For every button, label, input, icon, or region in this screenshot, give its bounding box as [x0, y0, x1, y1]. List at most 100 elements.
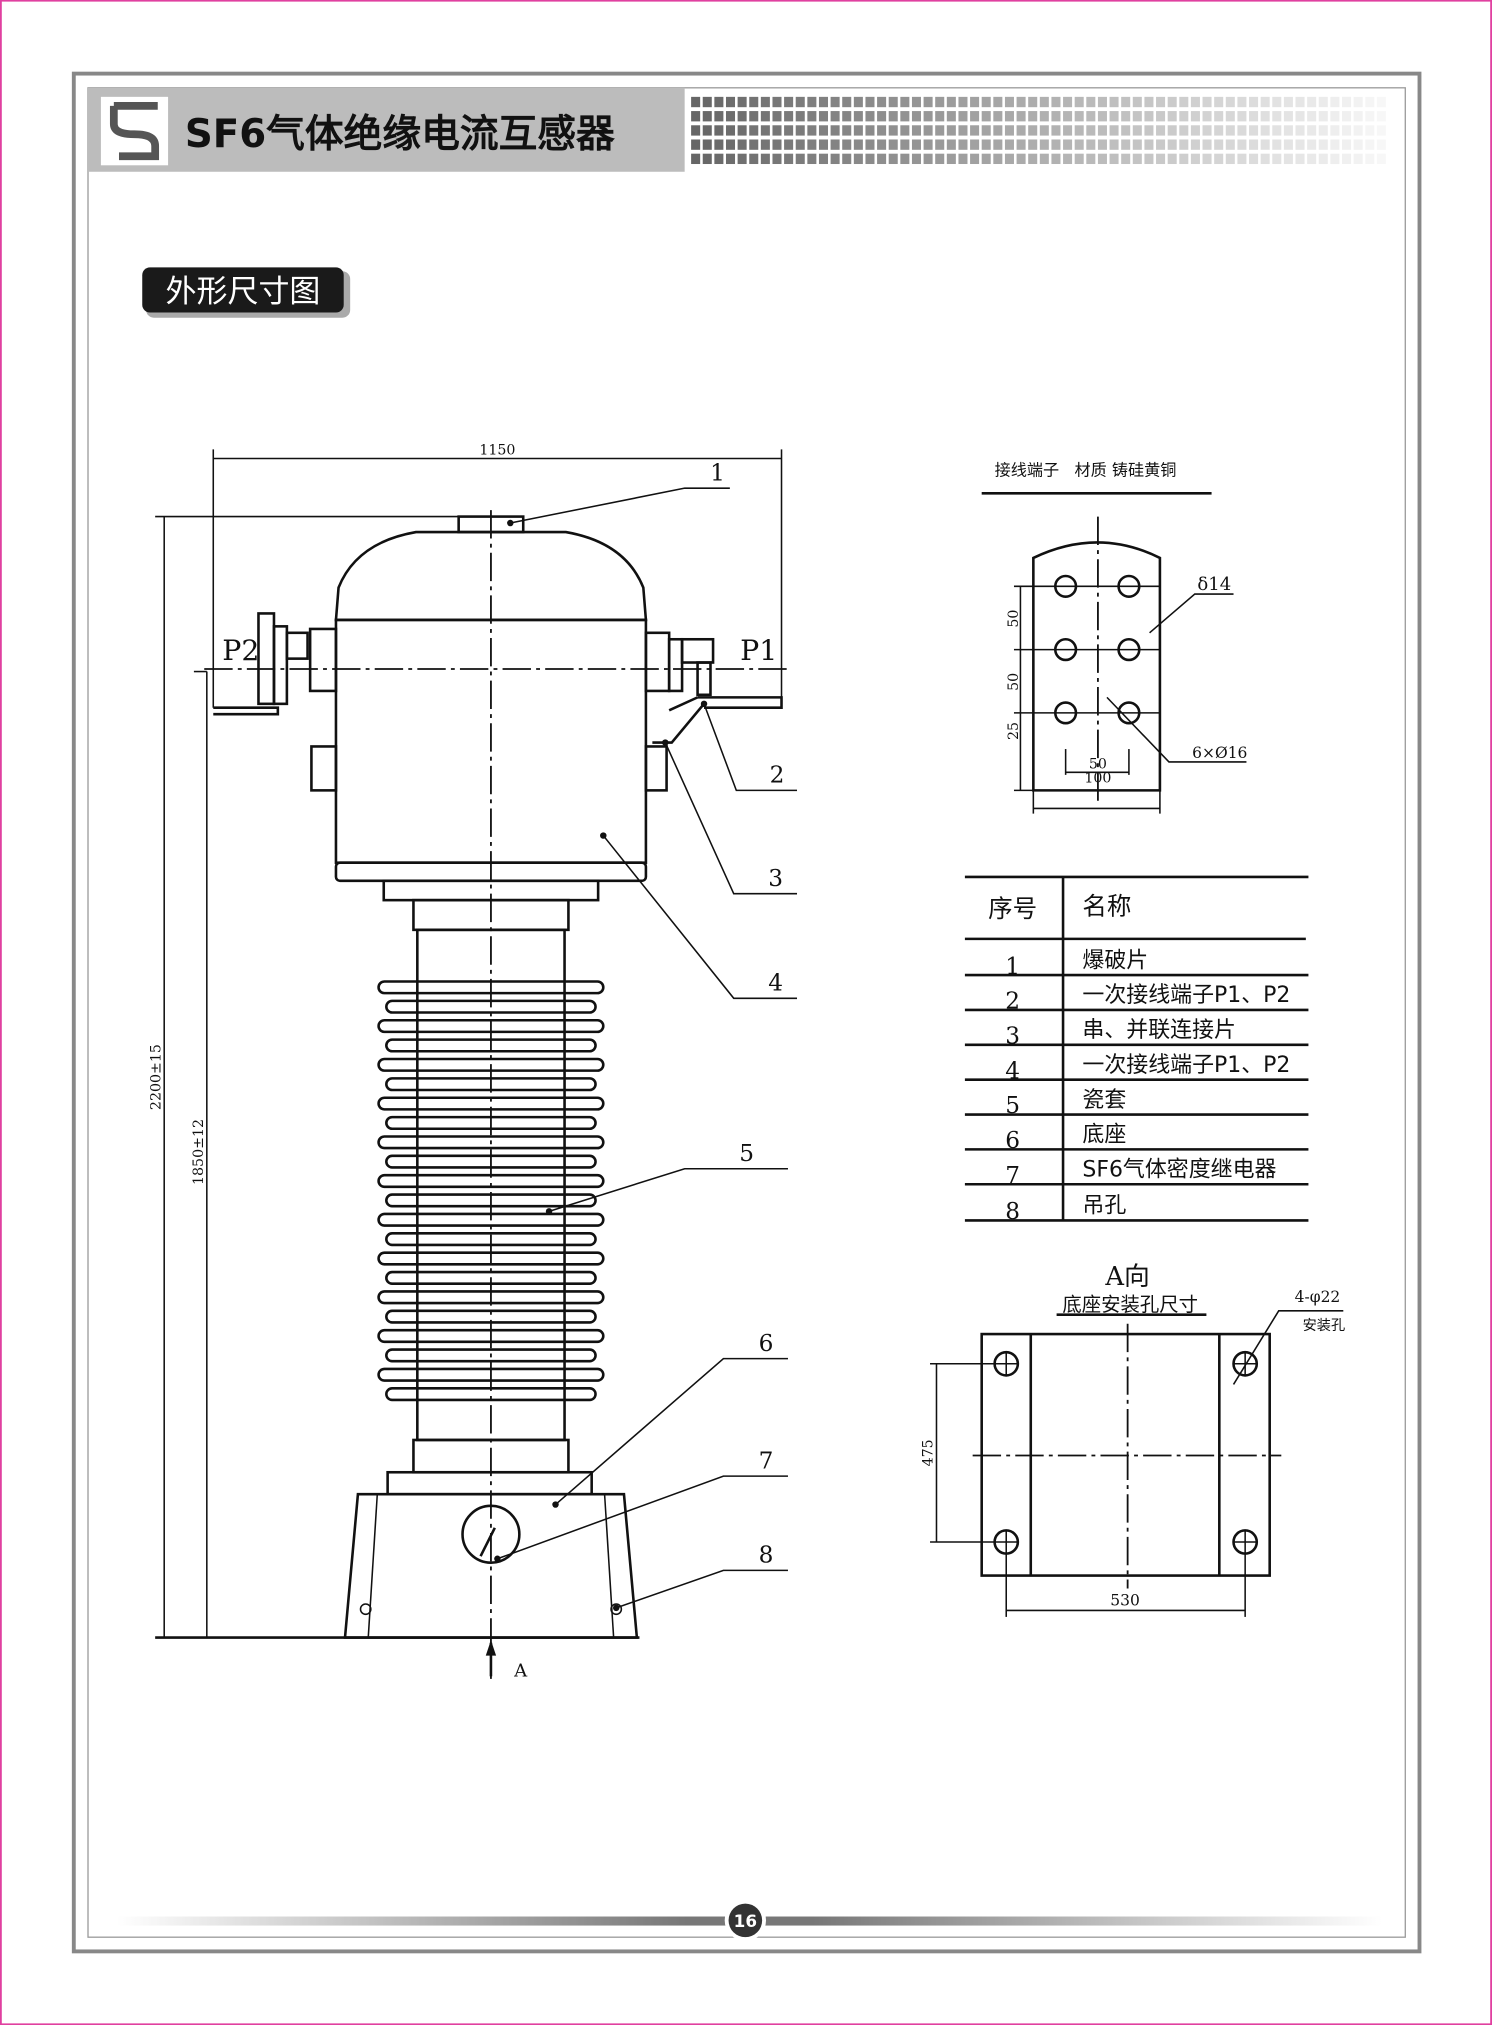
header-dot: [842, 139, 852, 150]
terminal-p1: [644, 631, 783, 744]
header-dot: [1167, 139, 1177, 150]
callout-number: 5: [739, 1140, 754, 1167]
header-dot: [1295, 111, 1305, 122]
header-dot: [853, 153, 863, 165]
header-dot: [807, 96, 817, 108]
header-dot: [1121, 111, 1131, 122]
header-dot: [1353, 125, 1363, 136]
header-dot: [981, 125, 991, 136]
header-dot: [714, 111, 724, 122]
header-dot: [946, 96, 956, 108]
header-dot: [1202, 139, 1212, 150]
header-dot: [1353, 153, 1363, 165]
dim-height-total: 2200±15: [148, 1044, 164, 1110]
table-row-name: 吊孔: [1082, 1194, 1126, 1219]
header-dot: [725, 96, 736, 108]
header-dot: [923, 153, 933, 165]
header-dot: [737, 153, 747, 165]
header-dot: [911, 125, 921, 136]
header-dot: [1307, 111, 1317, 122]
header-dot: [923, 111, 933, 122]
header-dot: [1109, 139, 1119, 150]
header-dot: [807, 125, 817, 136]
dim-50-lower: 50: [1006, 673, 1022, 691]
header-dot: [818, 125, 829, 136]
header-dot: [1156, 153, 1166, 165]
header-dot: [760, 125, 770, 136]
header-dot: [900, 153, 910, 165]
header-dot: [1342, 153, 1352, 165]
header-dot: [1214, 125, 1224, 136]
header-dot: [1144, 153, 1154, 165]
header-dot: [1225, 125, 1235, 136]
page-number: 16: [734, 1911, 757, 1931]
header-dot: [1330, 111, 1340, 122]
header-dot: [1016, 96, 1026, 108]
table-row-no: 8: [1005, 1198, 1020, 1225]
header-dot: [1016, 125, 1026, 136]
header-dot: [1376, 125, 1386, 136]
header-dot: [795, 96, 805, 108]
header-dot: [935, 153, 945, 165]
header-dot: [760, 139, 770, 150]
header-dot: [1237, 153, 1247, 165]
header-dot: [1249, 125, 1259, 136]
header-dot: [900, 139, 910, 150]
header-dot: [842, 111, 852, 122]
header-dot: [772, 125, 782, 136]
header-dot: [830, 153, 840, 165]
table-row-name: 一次接线端子P1、P2: [1082, 1053, 1290, 1078]
header-dot: [1179, 125, 1189, 136]
header-band: [88, 87, 685, 172]
header-dot: [1365, 125, 1375, 136]
header-dot: [784, 96, 794, 108]
header-dot: [935, 139, 945, 150]
table-row-no: 3: [1005, 1022, 1020, 1049]
header-dot: [946, 111, 956, 122]
header-dot: [1202, 125, 1212, 136]
header-dot: [795, 125, 805, 136]
header-dot: [691, 153, 701, 165]
header-dot: [737, 111, 747, 122]
header-dot: [865, 111, 875, 122]
callout-leader: [497, 1475, 788, 1560]
header-dot: [993, 111, 1003, 122]
header-dot: [1109, 96, 1119, 108]
header-dot: [981, 111, 991, 122]
header-dot: [911, 111, 921, 122]
header-dot: [737, 96, 747, 108]
header-dot: [1272, 111, 1282, 122]
header-dot: [1167, 96, 1177, 108]
callout-leader: [510, 487, 730, 524]
header-dot: [725, 139, 736, 150]
table-row-no: 1: [1005, 953, 1020, 980]
header-dot: [1121, 125, 1131, 136]
header-dot: [702, 139, 712, 150]
terminal-detail: 接线端子 材质 铸硅黄铜 δ14 6×Ø16 50 50 25 50 100: [981, 460, 1247, 814]
header-dot: [1214, 153, 1224, 165]
header-dot: [1307, 96, 1317, 108]
header-dot: [1179, 153, 1189, 165]
dim-height-center: 1850±12: [191, 1119, 207, 1185]
header-dot: [795, 153, 805, 165]
header-dot: [1086, 96, 1096, 108]
header-dot: [1004, 139, 1014, 150]
base-view-subtitle: 底座安装孔尺寸: [1062, 1293, 1198, 1316]
callout-number: 1: [710, 459, 725, 486]
header-dot: [1097, 125, 1107, 136]
header-dot: [1016, 111, 1026, 122]
header-dot: [958, 111, 968, 122]
table-row-name: 一次接线端子P1、P2: [1082, 983, 1290, 1008]
base-view-a: A向 底座安装孔尺寸 4-φ22 安装孔 475 530: [921, 1262, 1345, 1617]
header-dot: [1167, 153, 1177, 165]
header-dot: [1132, 153, 1142, 165]
callout-dot: [612, 1604, 620, 1612]
header-dot: [1295, 139, 1305, 150]
header-dot: [981, 96, 991, 108]
header-dot: [1028, 153, 1038, 165]
header-dot: [725, 153, 736, 165]
header-dot: [1283, 111, 1293, 122]
header-dot: [993, 139, 1003, 150]
